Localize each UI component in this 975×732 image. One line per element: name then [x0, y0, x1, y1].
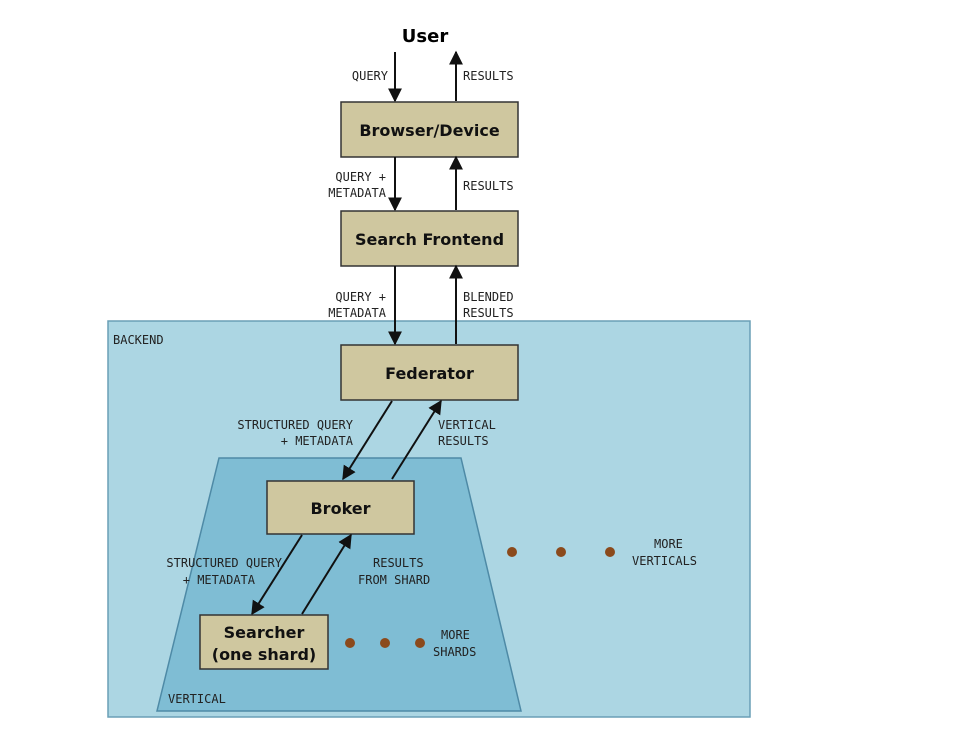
edge-label-frontend-results-2: RESULTS	[463, 306, 514, 320]
node-browser-device	[340, 101, 519, 158]
edge-label-user-results: RESULTS	[463, 69, 514, 83]
arrow-broker-query	[251, 534, 303, 616]
node-federator	[340, 344, 519, 401]
more-verticals-dot	[507, 547, 517, 557]
more-verticals-label-2: VERTICALS	[632, 554, 697, 568]
edge-label-browser-results: RESULTS	[463, 179, 514, 193]
edge-label-frontend-results-1: BLENDED	[463, 290, 514, 304]
more-shards-dot	[415, 638, 425, 648]
edge-label-browser-query-2: METADATA	[328, 186, 387, 200]
node-broker	[266, 480, 415, 535]
node-search-frontend-label: Search Frontend	[355, 230, 504, 249]
edge-label-frontend-query-1: QUERY +	[335, 290, 386, 304]
user-label: User	[402, 26, 449, 47]
more-shards-dot	[380, 638, 390, 648]
arrow-federator-query	[342, 400, 393, 481]
edge-label-broker-results-2: FROM SHARD	[358, 573, 430, 587]
edge-label-browser-query-1: QUERY +	[335, 170, 386, 184]
edge-label-broker-query-2: + METADATA	[183, 573, 256, 587]
more-verticals-dot	[556, 547, 566, 557]
node-broker-label: Broker	[310, 499, 370, 518]
node-searcher-label-line1: Searcher	[224, 623, 305, 642]
edge-label-frontend-query-2: METADATA	[328, 306, 387, 320]
more-shards-dot	[345, 638, 355, 648]
edge-label-broker-results-1: RESULTS	[373, 556, 424, 570]
node-searcher	[199, 614, 329, 670]
more-verticals-label-1: MORE	[654, 537, 683, 551]
node-search-frontend	[340, 210, 519, 267]
edge-label-federator-query-2: + METADATA	[281, 434, 354, 448]
more-shards-label-2: SHARDS	[433, 645, 476, 659]
edge-label-user-query: QUERY	[352, 69, 389, 83]
more-verticals-dot	[605, 547, 615, 557]
more-shards-label-1: MORE	[441, 628, 470, 642]
arrow-federator-results	[391, 399, 442, 480]
edge-label-federator-results-2: RESULTS	[438, 434, 489, 448]
node-browser-device-label: Browser/Device	[359, 121, 500, 140]
node-federator-label: Federator	[385, 364, 474, 383]
arrow-broker-results	[301, 533, 352, 615]
vertical-label: VERTICAL	[168, 692, 226, 706]
node-searcher-label-line2: (one shard)	[212, 645, 316, 664]
edge-label-federator-query-1: STRUCTURED QUERY	[237, 418, 353, 432]
edge-label-federator-results-1: VERTICAL	[438, 418, 496, 432]
backend-label: BACKEND	[113, 333, 164, 347]
edge-label-broker-query-1: STRUCTURED QUERY	[166, 556, 282, 570]
